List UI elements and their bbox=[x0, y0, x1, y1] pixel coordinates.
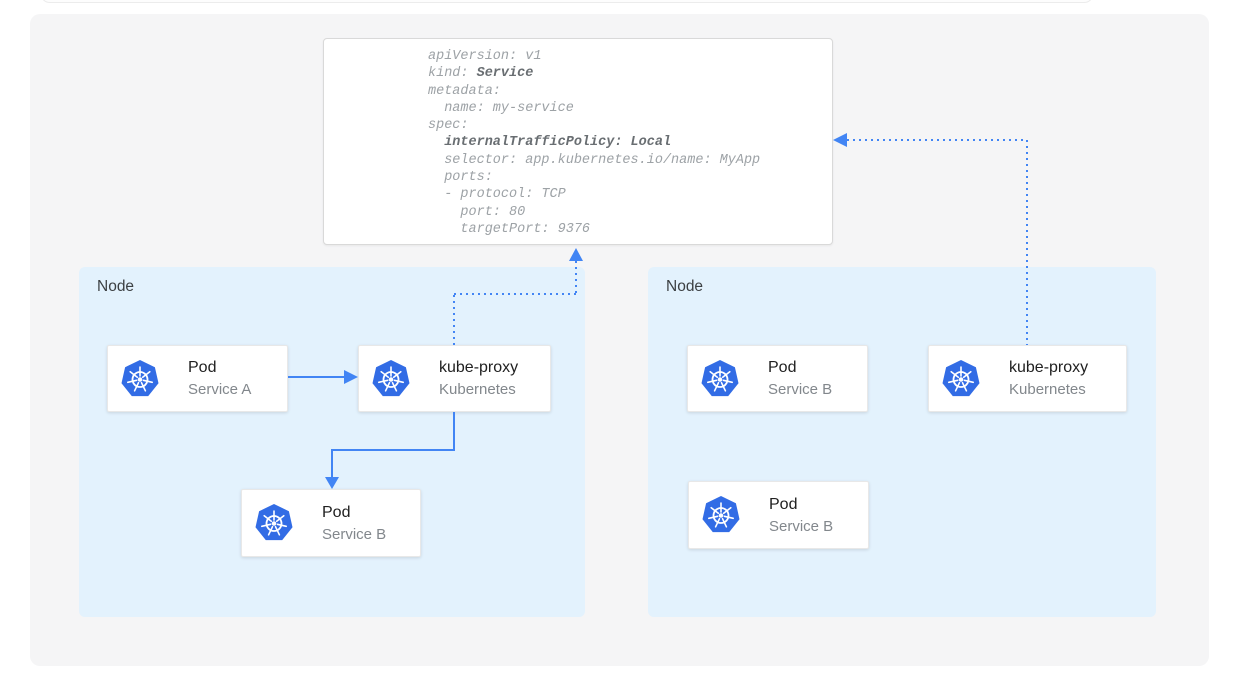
kubernetes-icon bbox=[941, 359, 981, 399]
card-pod-service-b-right-bottom: Pod Service B bbox=[688, 481, 869, 549]
code-line: ports: bbox=[428, 170, 493, 186]
card-title: kube-proxy bbox=[1009, 359, 1089, 376]
code-line: name: my-service bbox=[428, 100, 574, 116]
arrow-kube-proxy-to-pod-b-head bbox=[325, 477, 339, 489]
card-subtitle: Kubernetes bbox=[1009, 381, 1086, 398]
dotted-arrow-left-kube-proxy-to-service-head bbox=[569, 248, 583, 261]
kubernetes-icon bbox=[701, 495, 741, 535]
kubernetes-icon bbox=[254, 503, 294, 543]
dotted-arrow-right-kube-proxy-to-service-segment bbox=[847, 139, 1027, 141]
arrow-pod-a-to-kube-proxy-line bbox=[288, 376, 346, 378]
card-title: Pod bbox=[188, 359, 217, 376]
code-line: metadata: bbox=[428, 83, 501, 99]
node-box-right: Node bbox=[648, 267, 1156, 617]
arrow-pod-a-to-kube-proxy-head bbox=[344, 370, 358, 384]
service-yaml-box: apiVersion: v1 kind: Service metadata: n… bbox=[323, 38, 833, 245]
card-subtitle: Service B bbox=[768, 381, 833, 398]
code-line: spec: bbox=[428, 118, 469, 134]
arrow-kube-proxy-to-pod-b-segment bbox=[331, 449, 333, 477]
code-line: kind: Service bbox=[428, 66, 534, 82]
code-line: selector: app.kubernetes.io/name: MyApp bbox=[428, 152, 761, 168]
code-line: internalTrafficPolicy: Local bbox=[444, 135, 672, 151]
node-box-left: Node bbox=[79, 267, 585, 617]
dotted-arrow-right-kube-proxy-to-service-segment bbox=[1026, 140, 1028, 345]
card-subtitle: Service A bbox=[188, 381, 252, 398]
card-title: Pod bbox=[768, 359, 797, 376]
code-line: port: 80 bbox=[428, 204, 526, 220]
node-label: Node bbox=[97, 278, 135, 295]
card-subtitle: Service B bbox=[769, 517, 834, 535]
card-title: Pod bbox=[769, 495, 798, 513]
arrow-kube-proxy-to-pod-b-segment bbox=[331, 449, 455, 451]
code-line: targetPort: 9376 bbox=[428, 221, 591, 237]
kubernetes-icon bbox=[120, 359, 160, 399]
arrow-kube-proxy-to-pod-b-segment bbox=[453, 412, 455, 451]
top-panel-edge bbox=[40, 0, 1094, 3]
dotted-arrow-left-kube-proxy-to-service-segment bbox=[575, 261, 577, 294]
dotted-arrow-right-kube-proxy-to-service-head bbox=[833, 133, 847, 147]
code-line: - protocol: TCP bbox=[428, 187, 566, 203]
card-subtitle: Service B bbox=[322, 525, 387, 543]
card-title: Pod bbox=[322, 503, 351, 521]
node-label: Node bbox=[666, 278, 704, 295]
code-line: apiVersion: v1 bbox=[428, 49, 542, 64]
kubernetes-icon bbox=[700, 359, 740, 399]
kubernetes-icon bbox=[371, 359, 411, 399]
card-subtitle: Kubernetes bbox=[439, 381, 516, 398]
card-kube-proxy-right: kube-proxy Kubernetes bbox=[928, 345, 1127, 412]
dotted-arrow-left-kube-proxy-to-service-segment bbox=[453, 295, 455, 345]
card-pod-service-a: Pod Service A bbox=[107, 345, 288, 412]
card-title: kube-proxy bbox=[439, 359, 519, 376]
dotted-arrow-left-kube-proxy-to-service-segment bbox=[454, 293, 577, 295]
card-kube-proxy-left: kube-proxy Kubernetes bbox=[358, 345, 551, 412]
card-pod-service-b-left: Pod Service B bbox=[241, 489, 421, 557]
card-pod-service-b-right-top: Pod Service B bbox=[687, 345, 868, 412]
